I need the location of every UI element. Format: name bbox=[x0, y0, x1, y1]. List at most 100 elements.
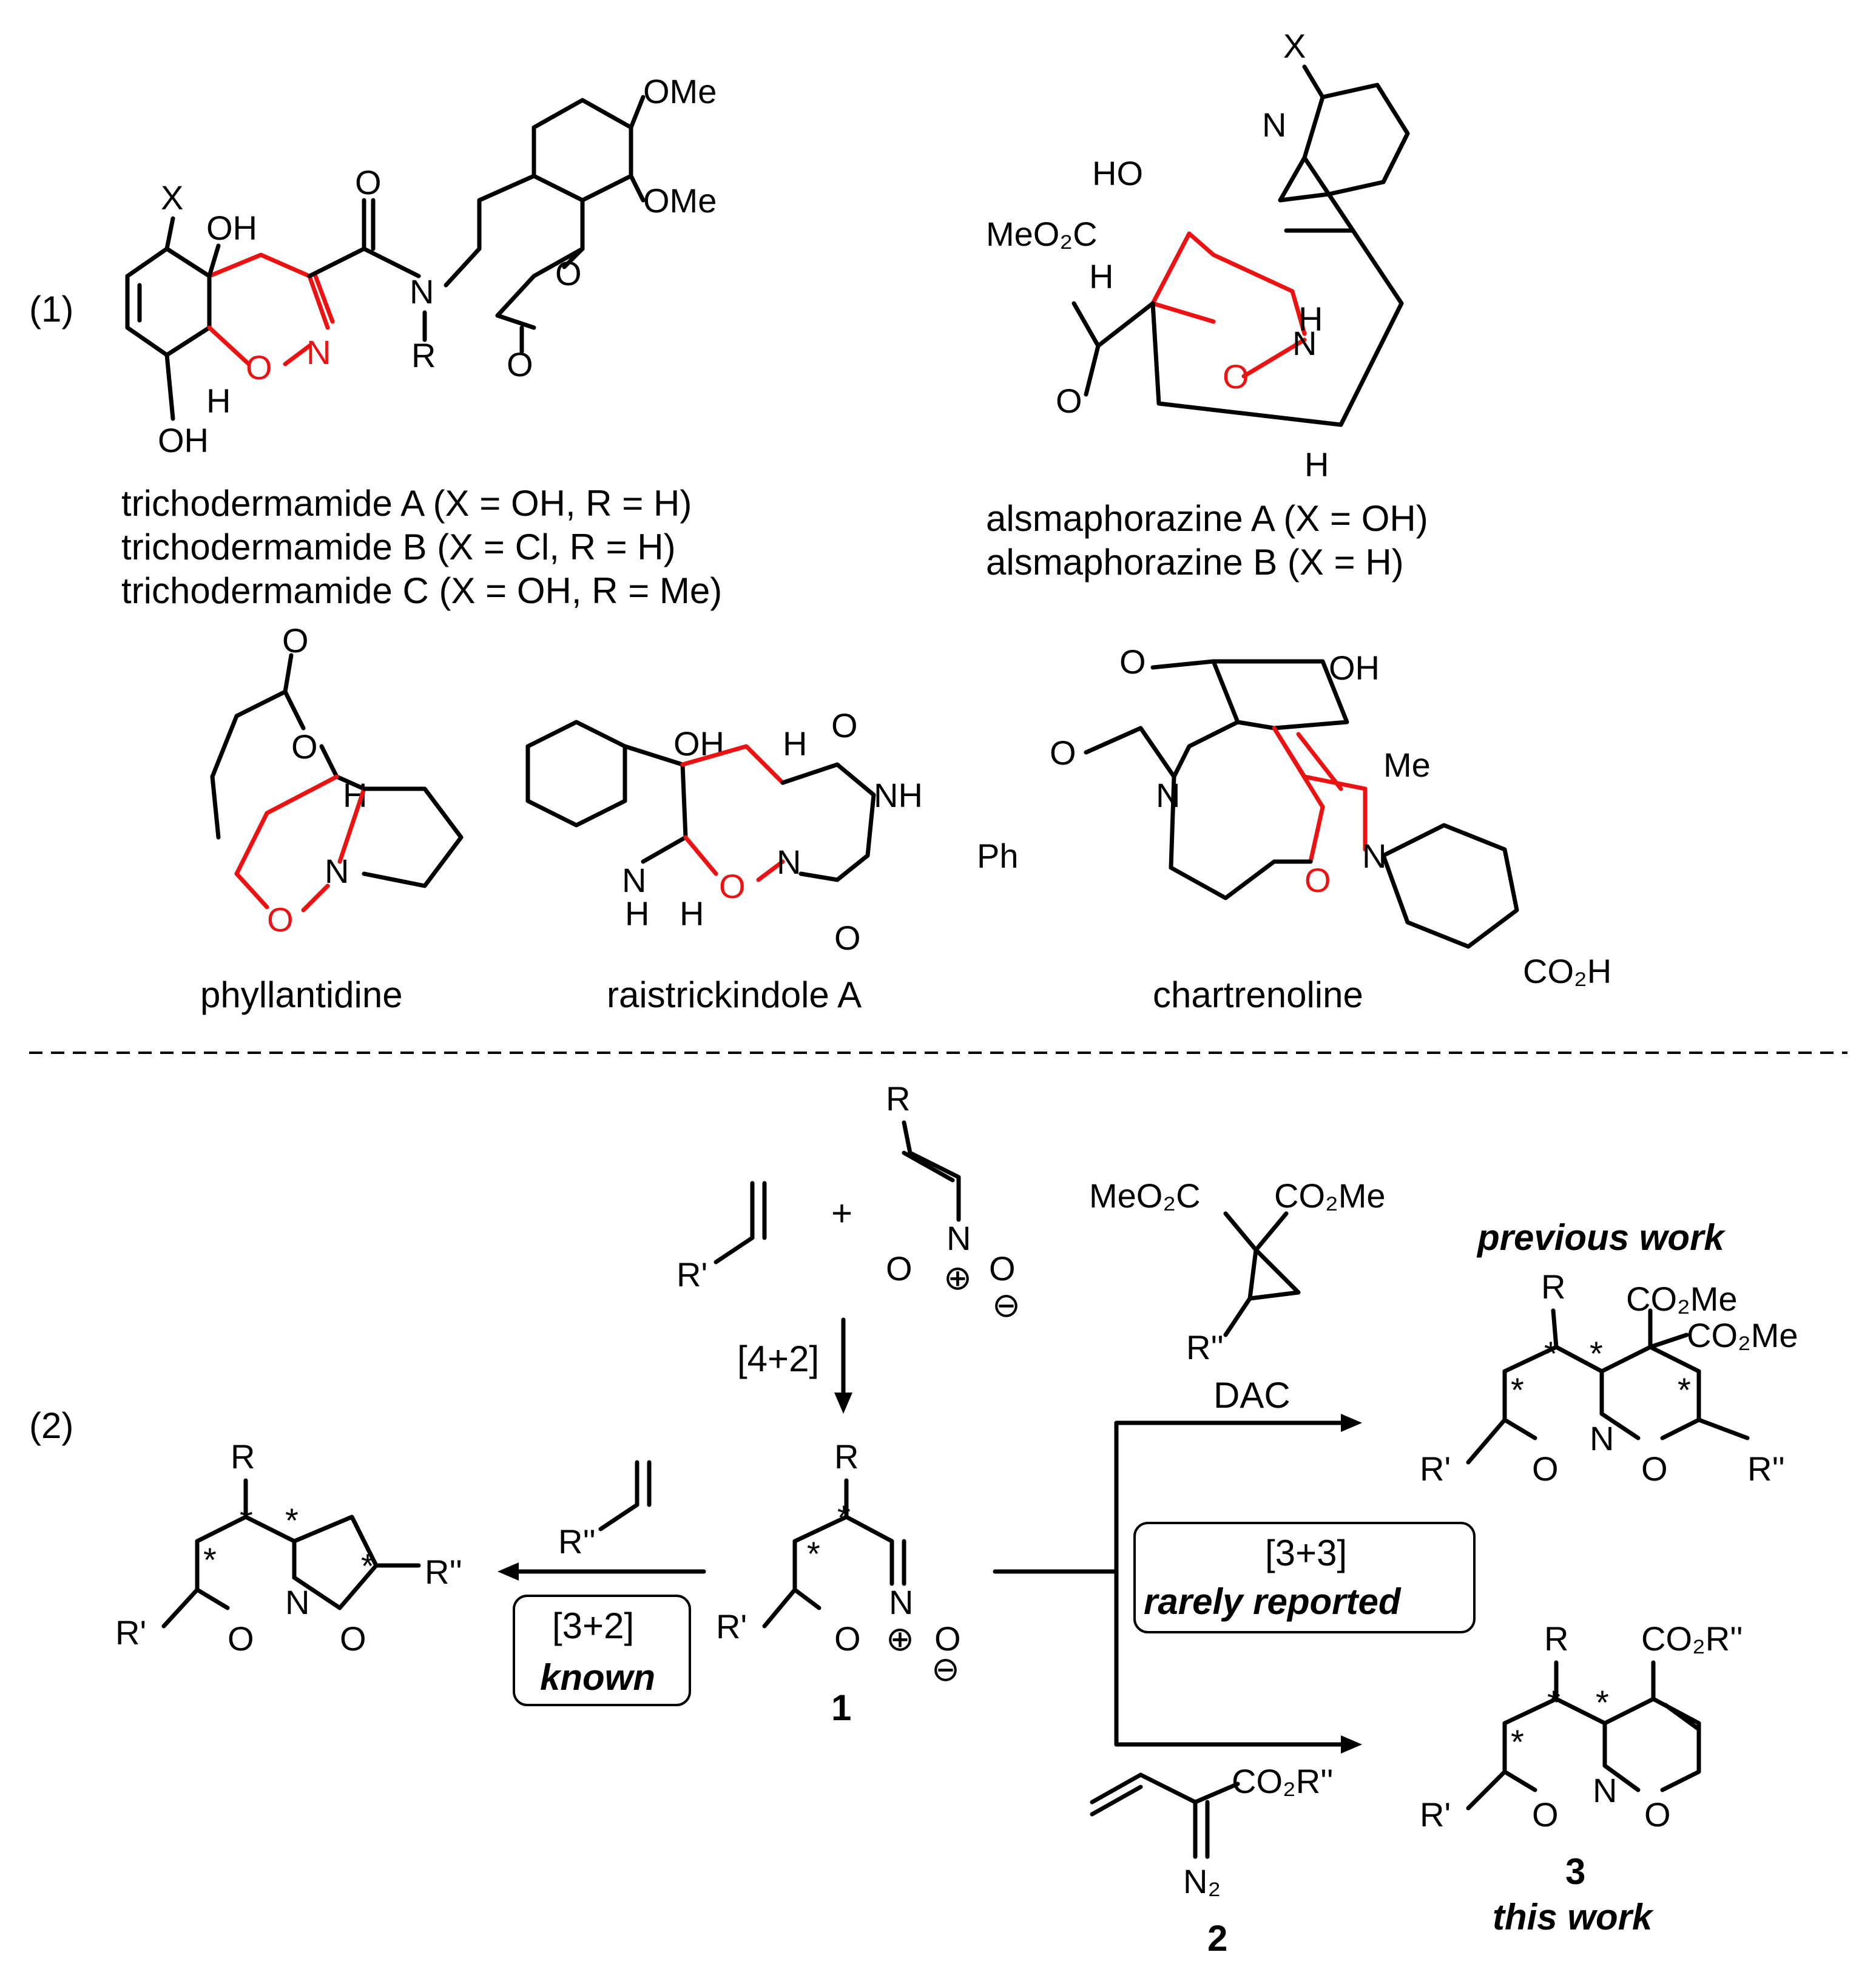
svg-text:N: N bbox=[777, 843, 801, 881]
svg-text:R'': R'' bbox=[558, 1522, 596, 1561]
svg-text:O: O bbox=[267, 900, 294, 939]
svg-text:OH: OH bbox=[1329, 649, 1380, 687]
svg-text:*: * bbox=[285, 1501, 299, 1539]
svg-text:R'': R'' bbox=[425, 1553, 462, 1591]
svg-text:R': R' bbox=[1420, 1795, 1451, 1834]
svg-text:OH: OH bbox=[158, 421, 209, 459]
svg-text:O: O bbox=[934, 1619, 961, 1658]
svg-text:O: O bbox=[507, 345, 533, 383]
svg-text:N: N bbox=[325, 852, 349, 890]
svg-text:H: H bbox=[1298, 300, 1323, 338]
alsmaphorazine-caption-1: alsmaphorazine A (X = OH) bbox=[986, 498, 1428, 539]
svg-text:Me: Me bbox=[1383, 746, 1431, 784]
compound-2-label: 2 bbox=[1207, 1918, 1227, 1959]
svg-text:N: N bbox=[889, 1583, 913, 1621]
svg-text:*: * bbox=[1544, 1334, 1557, 1373]
svg-text:O: O bbox=[340, 1619, 366, 1658]
svg-text:CO₂Me: CO₂Me bbox=[1274, 1177, 1386, 1215]
chartrenoline-caption: chartrenoline bbox=[1153, 974, 1363, 1015]
raistrickindole-structure: N H OH O N H O NH O Ph H bbox=[525, 706, 1019, 957]
trichodermamide-caption-2: trichodermamide B (X = Cl, R = H) bbox=[121, 527, 676, 567]
svg-text:N: N bbox=[946, 1219, 971, 1257]
svg-text:R': R' bbox=[677, 1255, 707, 1294]
svg-text:R': R' bbox=[115, 1613, 146, 1652]
section-label-2: (2) bbox=[29, 1405, 73, 1446]
svg-text:OH: OH bbox=[673, 724, 724, 763]
svg-text:O: O bbox=[555, 254, 582, 292]
svg-text:O: O bbox=[719, 867, 746, 905]
svg-text:O: O bbox=[1223, 357, 1249, 396]
box-3-2-top: [3+2] bbox=[552, 1606, 634, 1646]
svg-text:H: H bbox=[680, 894, 704, 933]
svg-text:O: O bbox=[831, 706, 858, 745]
svg-text:⊕: ⊕ bbox=[886, 1619, 914, 1658]
svg-text:O: O bbox=[1532, 1450, 1559, 1488]
svg-text:H: H bbox=[206, 382, 231, 420]
svg-text:R': R' bbox=[716, 1607, 747, 1646]
svg-text:⊕: ⊕ bbox=[943, 1258, 972, 1297]
svg-text:N: N bbox=[285, 1583, 309, 1621]
trichodermamide-caption-1: trichodermamide A (X = OH, R = H) bbox=[121, 483, 692, 524]
previous-work-label: previous work bbox=[1476, 1217, 1726, 1258]
svg-text:N₂: N₂ bbox=[1183, 1862, 1221, 1900]
svg-text:R'': R'' bbox=[1747, 1450, 1785, 1488]
svg-text:*: * bbox=[203, 1541, 217, 1579]
svg-text:R: R bbox=[834, 1437, 859, 1476]
previous-work-product-structure: R CO₂Me CO₂Me R' O N O R'' * * * * bbox=[1420, 1268, 1798, 1488]
svg-text:O: O bbox=[834, 919, 861, 957]
svg-text:Ph: Ph bbox=[977, 837, 1019, 875]
svg-text:N: N bbox=[1156, 776, 1180, 814]
svg-text:O: O bbox=[291, 728, 318, 766]
svg-text:*: * bbox=[1678, 1371, 1691, 1409]
this-work-label: this work bbox=[1493, 1897, 1654, 1937]
step-4-2-label: [4+2] bbox=[737, 1339, 819, 1379]
svg-text:CO₂Me: CO₂Me bbox=[1626, 1280, 1738, 1318]
svg-text:R: R bbox=[231, 1437, 255, 1476]
svg-text:NH: NH bbox=[874, 776, 923, 814]
nitronate-1-structure: R R' O N O ⊕ ⊖ * * bbox=[716, 1437, 961, 1688]
svg-text:O: O bbox=[282, 621, 309, 660]
box-3-3 bbox=[1133, 1522, 1476, 1633]
alsmaphorazine-caption-2: alsmaphorazine B (X = H) bbox=[986, 542, 1404, 582]
box-3-3-bottom: rarely reported bbox=[1144, 1581, 1402, 1622]
svg-text:MeO₂C: MeO₂C bbox=[986, 215, 1098, 253]
vinyl-diazo-2-structure: CO₂R'' N₂ bbox=[1090, 1762, 1334, 1900]
svg-text:R: R bbox=[1541, 1268, 1565, 1306]
svg-text:N: N bbox=[1292, 324, 1317, 362]
compound-1-label: 1 bbox=[831, 1687, 851, 1728]
svg-text:O: O bbox=[1532, 1795, 1559, 1834]
trichodermamide-caption-3: trichodermamide C (X = OH, R = Me) bbox=[121, 570, 722, 611]
svg-text:*: * bbox=[1511, 1723, 1524, 1761]
svg-text:N: N bbox=[410, 272, 434, 311]
this-work-product-3-structure: R CO₂R'' R' O N O * * * bbox=[1420, 1619, 1743, 1834]
svg-text:*: * bbox=[1547, 1683, 1561, 1721]
branch-lines bbox=[993, 1420, 1355, 1747]
svg-text:O: O bbox=[1119, 643, 1146, 681]
svg-text:*: * bbox=[1596, 1683, 1609, 1721]
svg-text:O: O bbox=[246, 348, 272, 387]
phyllantidine-caption: phyllantidine bbox=[200, 974, 403, 1015]
svg-text:MeO₂C: MeO₂C bbox=[1089, 1177, 1201, 1215]
plus-sign: + bbox=[831, 1193, 852, 1234]
svg-text:O: O bbox=[1304, 861, 1331, 899]
svg-text:H: H bbox=[625, 894, 649, 933]
svg-text:OMe: OMe bbox=[643, 181, 717, 220]
svg-text:N: N bbox=[1593, 1771, 1617, 1809]
svg-text:H: H bbox=[1089, 257, 1113, 295]
svg-text:R: R bbox=[1544, 1619, 1568, 1658]
isoxazolidine-product-structure: R R' O N O R'' * * * * bbox=[115, 1437, 462, 1658]
svg-text:H: H bbox=[783, 724, 807, 763]
svg-text:*: * bbox=[807, 1535, 820, 1573]
svg-text:R: R bbox=[886, 1079, 910, 1118]
svg-text:O: O bbox=[228, 1619, 254, 1658]
raistrickindole-caption: raistrickindole A bbox=[607, 974, 862, 1015]
svg-text:*: * bbox=[837, 1498, 851, 1536]
box-3-2 bbox=[513, 1595, 691, 1706]
section-label-1: (1) bbox=[29, 289, 73, 329]
svg-text:⊖: ⊖ bbox=[931, 1650, 960, 1688]
svg-text:CO₂R'': CO₂R'' bbox=[1232, 1762, 1334, 1800]
svg-text:H: H bbox=[1304, 445, 1329, 484]
svg-text:O: O bbox=[1641, 1450, 1668, 1488]
alkene-r2-structure: R'' bbox=[558, 1460, 652, 1561]
